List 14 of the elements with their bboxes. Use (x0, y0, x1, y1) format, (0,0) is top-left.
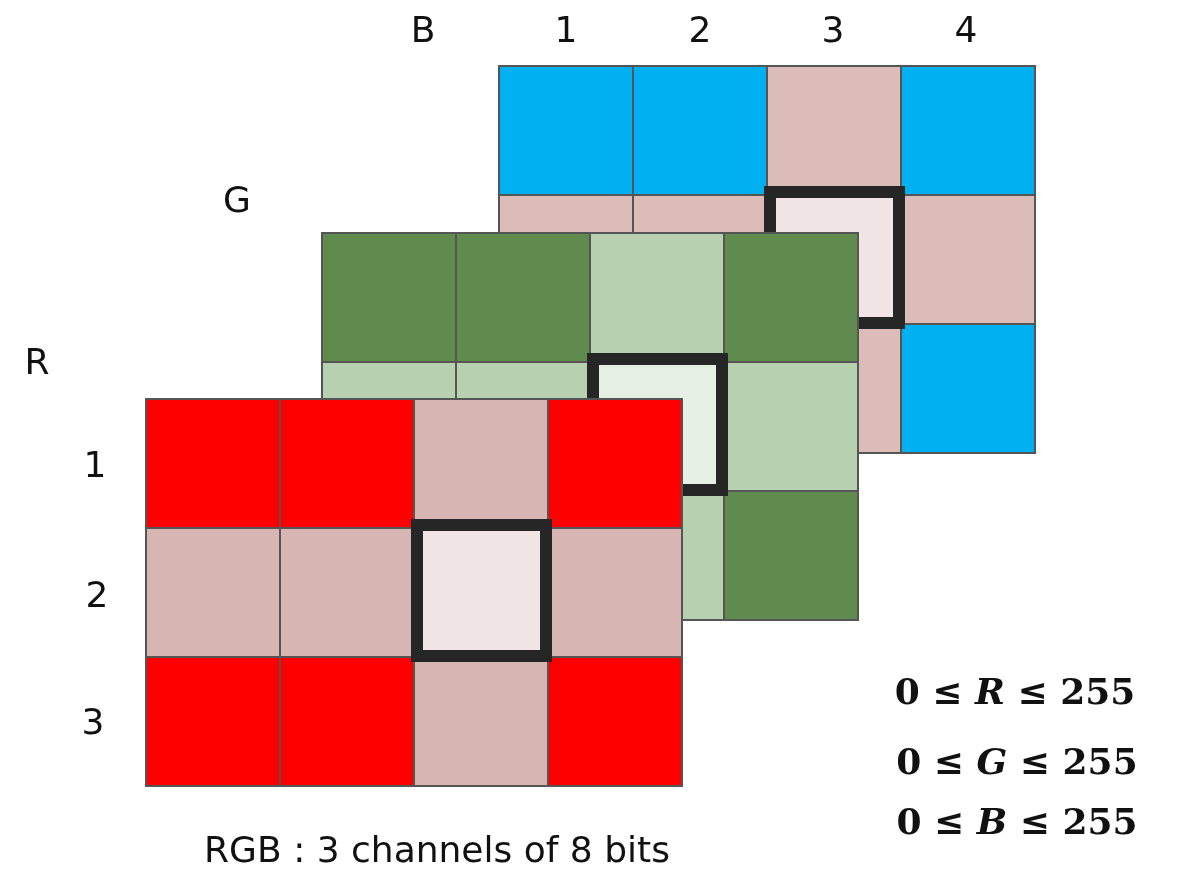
column-number: 1 (554, 10, 578, 50)
caption: RGB : 3 channels of 8 bits (204, 830, 670, 870)
row-number: 2 (85, 575, 109, 615)
column-number: 3 (821, 10, 845, 50)
range-formula: 0 ≤ B ≤ 255 (896, 802, 1138, 842)
channel-label: B (410, 10, 436, 50)
column-number: 2 (688, 10, 712, 50)
channel-label: G (223, 180, 251, 220)
row-number: 3 (81, 702, 105, 742)
column-number: 4 (954, 10, 978, 50)
range-formula: 0 ≤ R ≤ 255 (894, 672, 1136, 712)
row-number: 1 (83, 445, 107, 485)
range-formula: 0 ≤ G ≤ 255 (896, 742, 1138, 782)
channel-label: R (24, 342, 50, 382)
